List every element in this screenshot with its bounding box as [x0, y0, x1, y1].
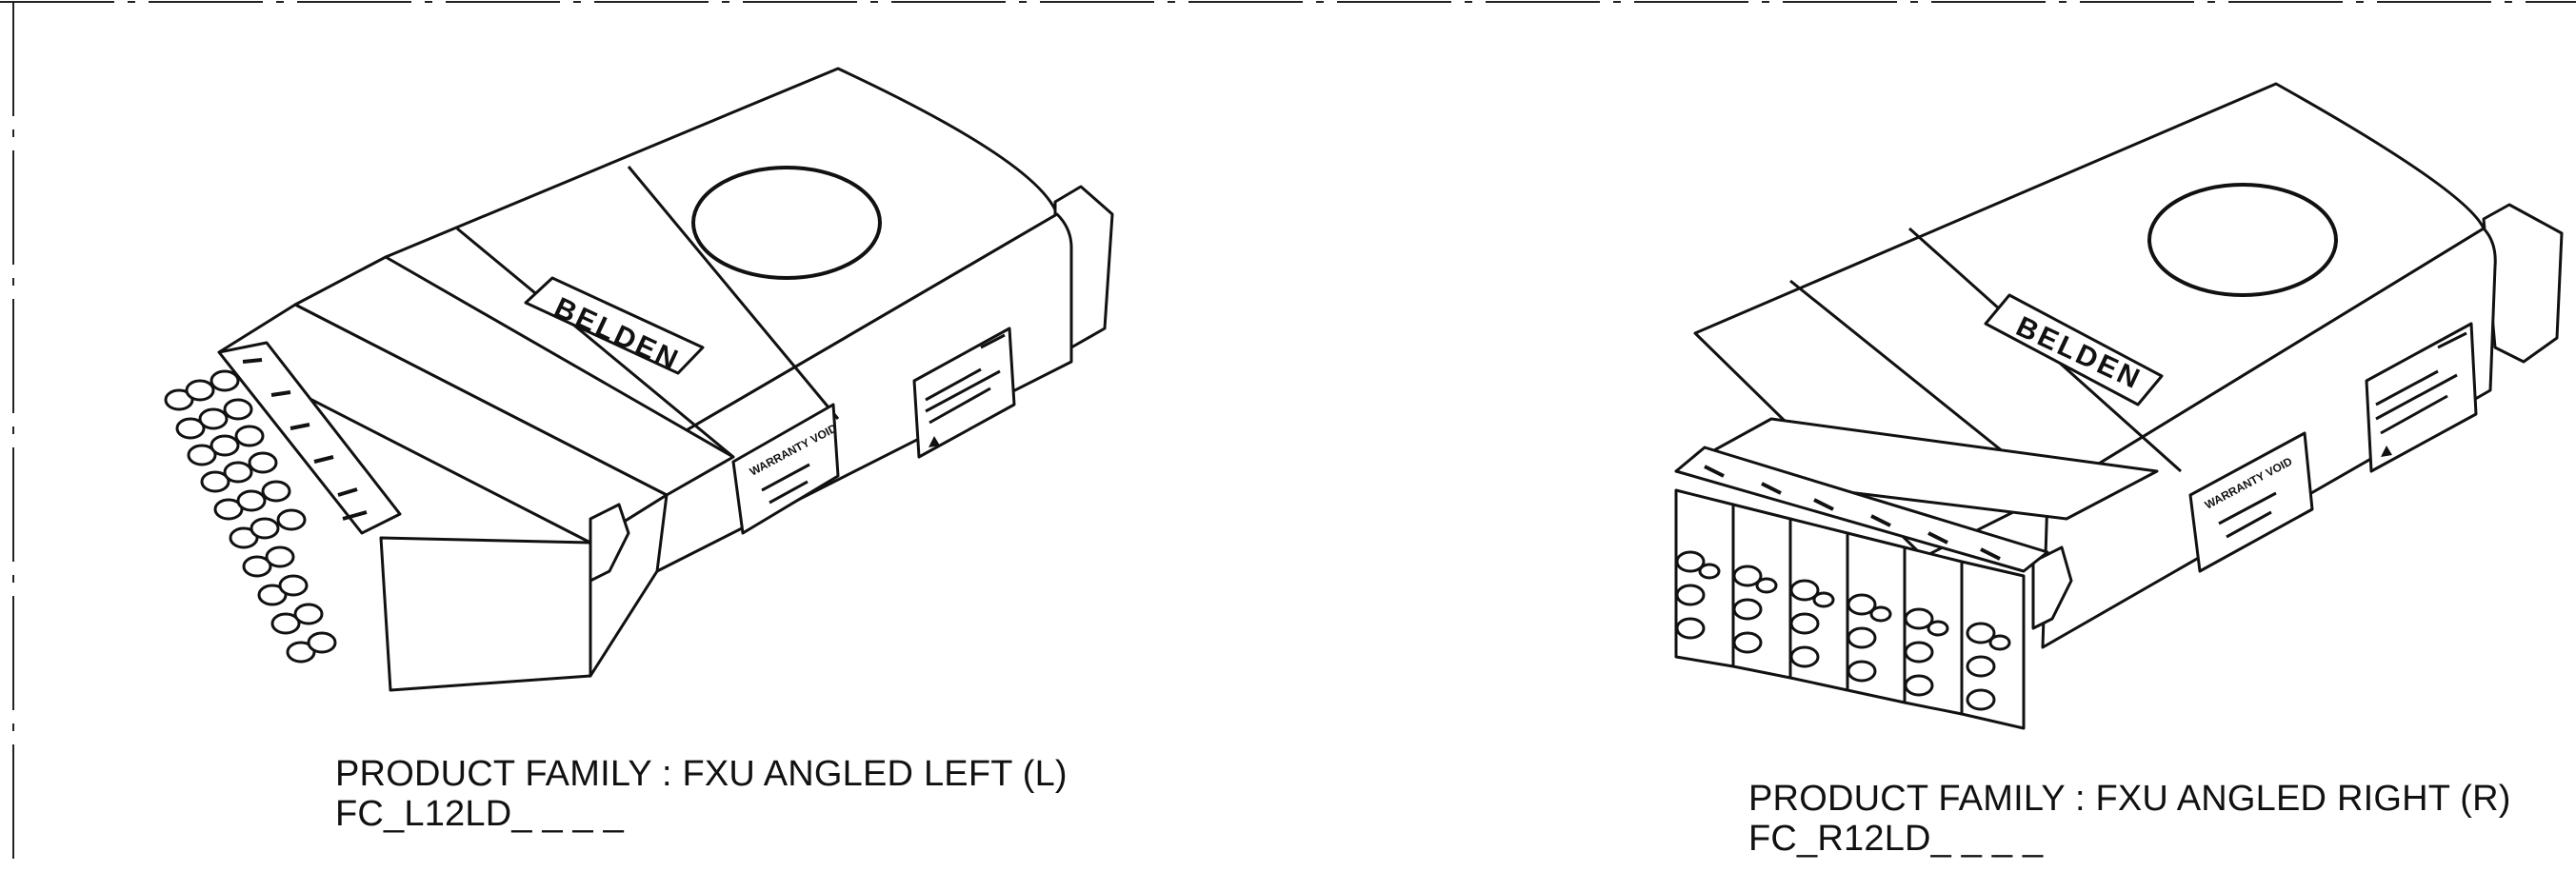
strip-marks-left [242, 358, 368, 521]
connector-ferrules-left [164, 369, 337, 664]
caption-left: PRODUCT FAMILY : FXU ANGLED LEFT (L) FC_… [335, 754, 1068, 834]
warranty-label-left: WARRANTY VOID [731, 403, 840, 535]
port-label-strip-left [217, 341, 402, 535]
part-number-left: FC_L12LD_ _ _ _ [335, 794, 624, 834]
info-label-left [912, 327, 1016, 459]
warranty-label-right: WARRANTY VOID [2188, 431, 2314, 573]
circle-mark-left [691, 166, 882, 280]
info-label-right [2365, 322, 2478, 473]
port-label-strip-right [1674, 446, 2049, 573]
adapter-blocks-right [1674, 488, 2026, 730]
module-left-drawing: BELDEN WARRANTY VOID [164, 67, 1114, 692]
circle-mark-right [2147, 183, 2338, 297]
product-family-left: PRODUCT FAMILY : FXU ANGLED LEFT (L) [335, 754, 1068, 794]
strip-marks-right [1704, 465, 2001, 561]
caption-right: PRODUCT FAMILY : FXU ANGLED RIGHT (R) FC… [1748, 779, 2511, 859]
product-family-right: PRODUCT FAMILY : FXU ANGLED RIGHT (R) [1748, 779, 2511, 819]
module-right-drawing: BELDEN WARRANTY VOID [1674, 82, 2564, 730]
part-number-right: FC_R12LD_ _ _ _ [1748, 819, 2044, 859]
connector-ferrules-right [1675, 550, 2011, 711]
